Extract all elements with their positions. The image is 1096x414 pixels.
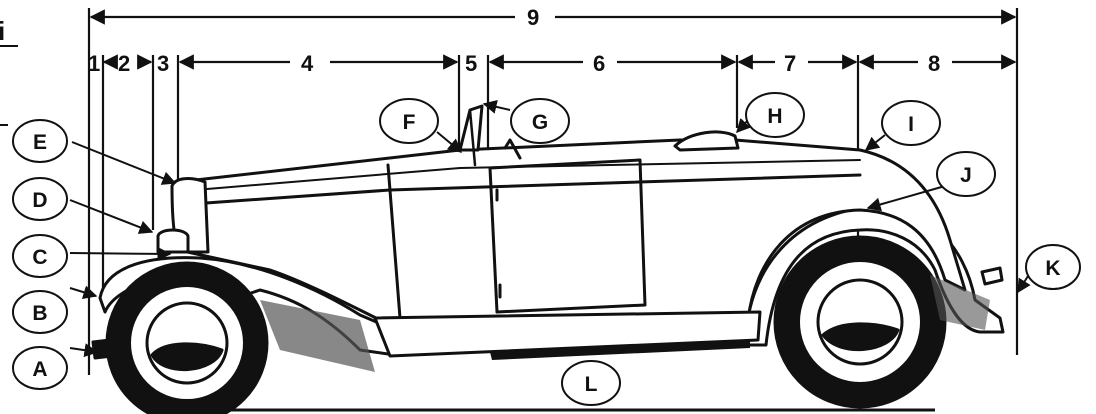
folded-top xyxy=(673,130,740,152)
roadster-car-drawing xyxy=(91,104,1005,414)
dimension-label-7: 7 xyxy=(784,51,796,76)
dimension-labels: 9 1 2 3 4 5 6 7 8 xyxy=(88,5,940,76)
callout-f: F xyxy=(403,111,416,134)
dimension-lines xyxy=(87,8,1019,375)
headlight xyxy=(156,228,190,254)
rear-wheel xyxy=(773,235,947,409)
svg-text:i: i xyxy=(0,16,5,46)
callout-g: G xyxy=(532,111,548,134)
corner-glyph: i xyxy=(0,16,18,126)
dimension-label-3: 3 xyxy=(157,51,169,76)
callout-d: D xyxy=(32,189,47,212)
callout-bubbles xyxy=(12,92,1081,406)
callout-letters: A B C D E F G H I J K L xyxy=(32,105,1060,396)
callout-leaders xyxy=(69,100,1031,358)
dimension-label-5: 5 xyxy=(465,51,477,76)
door xyxy=(488,158,647,314)
front-wheel xyxy=(105,261,269,414)
callout-c: C xyxy=(32,246,47,269)
dimension-label-1: 1 xyxy=(88,51,100,76)
running-board xyxy=(373,310,762,358)
callout-i: I xyxy=(908,113,914,136)
dimension-label-6: 6 xyxy=(593,51,605,76)
dimension-label-2: 2 xyxy=(118,51,130,76)
dimension-label-8: 8 xyxy=(928,51,940,76)
callout-k: K xyxy=(1045,257,1060,280)
dimension-label-4: 4 xyxy=(301,51,314,76)
callout-e: E xyxy=(33,131,47,154)
callout-a: A xyxy=(32,358,47,381)
dimension-label-9: 9 xyxy=(527,5,539,30)
callout-j: J xyxy=(960,164,972,187)
callout-l: L xyxy=(585,373,598,396)
car-body xyxy=(176,138,967,322)
callout-h: H xyxy=(767,105,782,128)
callout-b: B xyxy=(32,302,47,325)
